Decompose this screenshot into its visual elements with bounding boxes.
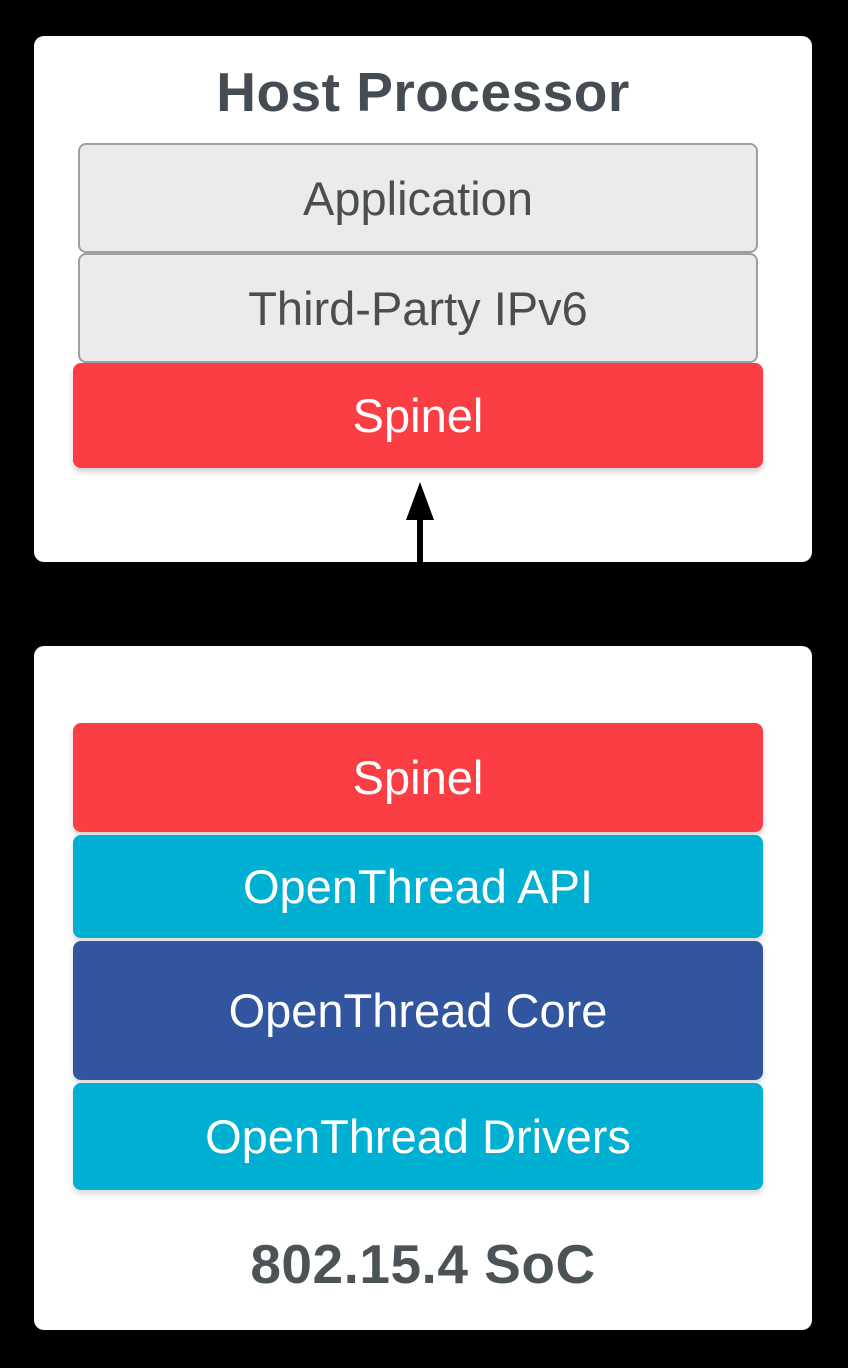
host-processor-card: Host Processor Application Third-Party I… [34,36,812,562]
soc-title: 802.15.4 SoC [250,1233,596,1295]
layer-third-party-ipv6: Third-Party IPv6 [78,253,758,363]
layer-spinel-soc-label: Spinel [352,751,484,804]
host-processor-title: Host Processor [216,61,630,123]
layer-application-label: Application [303,171,533,225]
soc-card: Spinel OpenThread API OpenThread Core Op… [34,646,812,1330]
layer-third-party-ipv6-label: Third-Party IPv6 [248,281,588,335]
layer-openthread-core: OpenThread Core [73,941,763,1080]
layer-openthread-drivers-label: OpenThread Drivers [205,1110,631,1163]
host-layer-stack: Application Third-Party IPv6 Spinel [73,143,763,468]
layer-spinel-host: Spinel [73,363,763,468]
layer-openthread-core-label: OpenThread Core [228,984,608,1037]
layer-openthread-drivers: OpenThread Drivers [73,1083,763,1190]
layer-application: Application [78,143,758,253]
soc-layer-stack: Spinel OpenThread API OpenThread Core Op… [73,723,763,1193]
layer-spinel-host-label: Spinel [352,389,484,442]
layer-openthread-api-label: OpenThread API [242,860,594,913]
layer-openthread-api: OpenThread API [73,835,763,938]
layer-spinel-soc: Spinel [73,723,763,832]
